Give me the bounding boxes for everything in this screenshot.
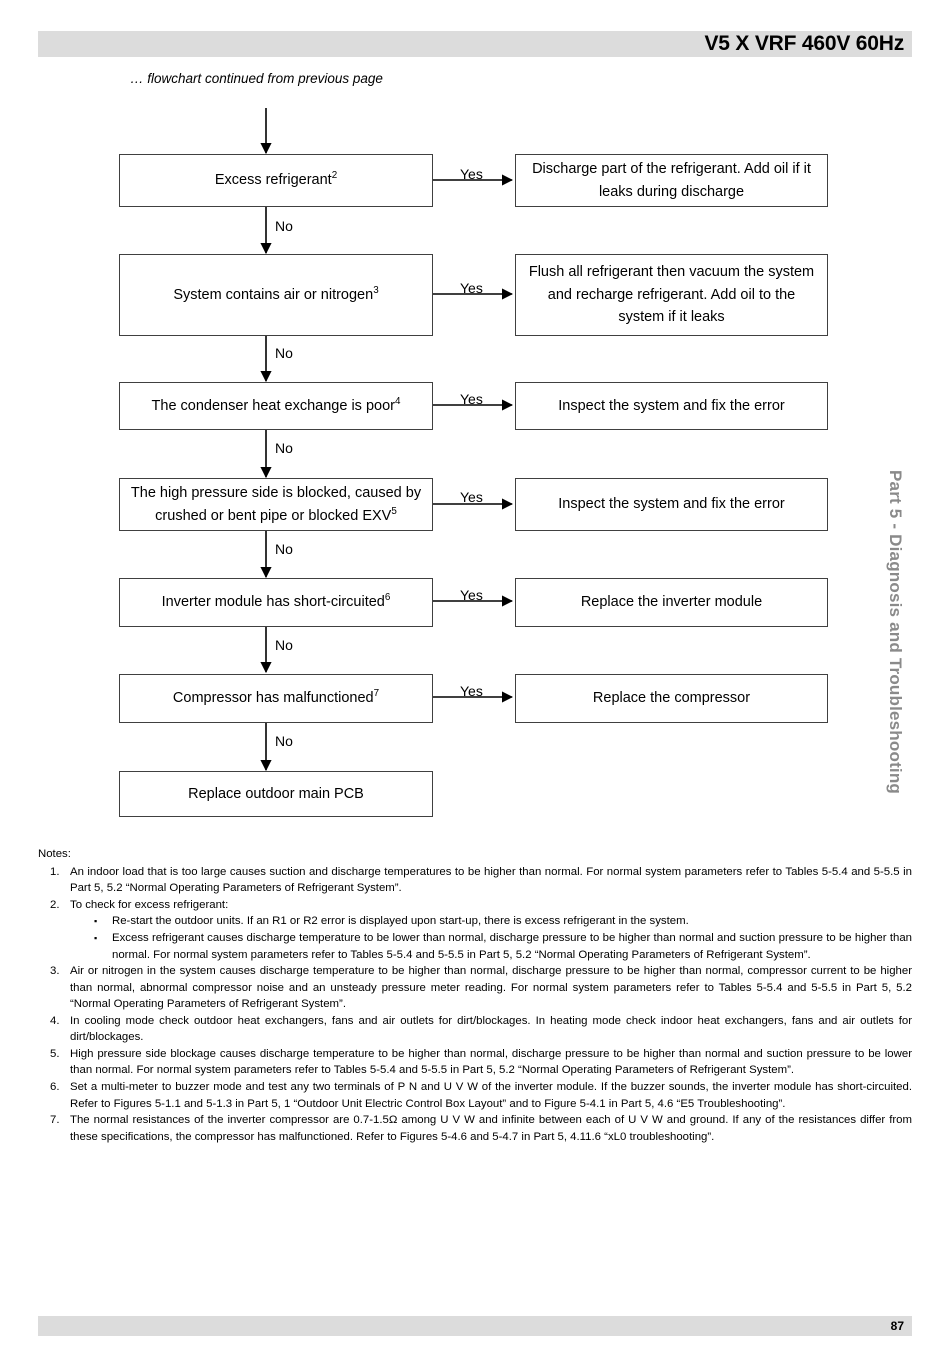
flowchart-condition-box[interactable]: Excess refrigerant2 bbox=[119, 154, 433, 207]
edge-label-no: No bbox=[275, 541, 293, 557]
note-item: 4. In cooling mode check outdoor heat ex… bbox=[38, 1013, 912, 1046]
footnote-ref: 6 bbox=[384, 592, 391, 604]
note-text: The normal resistances of the inverter c… bbox=[70, 1114, 912, 1143]
edge-label-yes: Yes bbox=[460, 683, 483, 699]
note-item: 2. To check for excess refrigerant: bbox=[38, 897, 912, 914]
note-number: 7. bbox=[50, 1114, 60, 1127]
note-text: In cooling mode check outdoor heat excha… bbox=[70, 1014, 912, 1044]
note-number: 3. bbox=[50, 965, 60, 978]
edge-label-no: No bbox=[275, 218, 293, 234]
page-title: V5 X VRF 460V 60Hz bbox=[704, 32, 905, 55]
note-item: 7. The normal resistances of the inverte… bbox=[38, 1112, 912, 1145]
action-text: Flush all refrigerant then vacuum the sy… bbox=[528, 264, 815, 326]
footnote-ref: 4 bbox=[394, 395, 401, 407]
note-text: Set a multi-meter to buzzer mode and tes… bbox=[70, 1081, 912, 1110]
edge-label-yes: Yes bbox=[460, 280, 483, 296]
flowchart-action-box[interactable]: Inspect the system and fix the error bbox=[515, 382, 828, 430]
note-item: 5. High pressure side blockage causes di… bbox=[38, 1046, 912, 1079]
note-item: 3. Air or nitrogen in the system causes … bbox=[38, 963, 912, 1013]
edge-label-yes: Yes bbox=[460, 587, 483, 603]
edge-label-no: No bbox=[275, 733, 293, 749]
action-text: Discharge part of the refrigerant. Add o… bbox=[532, 161, 811, 200]
edge-label-yes: Yes bbox=[460, 166, 483, 182]
footnote-ref: 7 bbox=[373, 688, 380, 700]
note-number: 1. bbox=[50, 865, 60, 878]
terminal-text: Replace outdoor main PCB bbox=[188, 785, 364, 802]
footnote-ref: 5 bbox=[391, 505, 397, 517]
condition-text: Inverter module has short-circuited bbox=[161, 594, 385, 611]
condition-text: Excess refrigerant bbox=[214, 172, 332, 189]
notes-section: Notes: 1. An indoor load that is too lar… bbox=[38, 846, 912, 1145]
note-subtext: Excess refrigerant causes discharge temp… bbox=[112, 932, 912, 961]
flowchart-condition-box[interactable]: The condenser heat exchange is poor4 bbox=[119, 382, 433, 430]
flowchart-action-box[interactable]: Replace the inverter module bbox=[515, 578, 828, 627]
troubleshooting-flowchart: Excess refrigerant2 Yes Discharge part o… bbox=[119, 108, 828, 817]
action-text: Replace the inverter module bbox=[580, 594, 763, 611]
flowchart-action-box[interactable]: Replace the compressor bbox=[515, 674, 828, 723]
note-subitem: ▪ Re-start the outdoor units. If an R1 o… bbox=[94, 913, 912, 930]
page-footer-bar: 87 bbox=[38, 1316, 912, 1336]
note-text: High pressure side blockage causes disch… bbox=[70, 1047, 912, 1077]
footnote-ref: 2 bbox=[331, 170, 338, 182]
edge-label-yes: Yes bbox=[460, 391, 483, 407]
flowchart-condition-box[interactable]: Inverter module has short-circuited6 bbox=[119, 578, 433, 627]
edge-label-no: No bbox=[275, 345, 293, 361]
square-bullet-icon: ▪ bbox=[94, 933, 98, 944]
note-item: 6. Set a multi-meter to buzzer mode and … bbox=[38, 1079, 912, 1112]
note-text: Air or nitrogen in the system causes dis… bbox=[70, 965, 912, 1011]
flowchart-action-box[interactable]: Discharge part of the refrigerant. Add o… bbox=[515, 154, 828, 207]
action-text: Inspect the system and fix the error bbox=[558, 496, 785, 513]
note-number: 4. bbox=[50, 1014, 60, 1027]
flowchart-condition-box[interactable]: The high pressure side is blocked, cause… bbox=[119, 478, 433, 531]
edge-label-no: No bbox=[275, 440, 293, 456]
edge-label-no: No bbox=[275, 637, 293, 653]
flowchart-condition-box[interactable]: Compressor has malfunctioned7 bbox=[119, 674, 433, 723]
page-number: 87 bbox=[890, 1319, 904, 1333]
condition-text: System contains air or nitrogen bbox=[173, 286, 374, 303]
note-number: 5. bbox=[50, 1047, 60, 1060]
note-text: An indoor load that is too large causes … bbox=[70, 865, 912, 895]
notes-heading: Notes: bbox=[38, 848, 71, 860]
condition-text: The high pressure side is blocked, cause… bbox=[130, 485, 422, 524]
footnote-ref: 3 bbox=[373, 284, 379, 296]
flowchart-action-box[interactable]: Inspect the system and fix the error bbox=[515, 478, 828, 531]
note-subitem: ▪ Excess refrigerant causes discharge te… bbox=[94, 930, 912, 963]
flowchart-terminal-box[interactable]: Replace outdoor main PCB bbox=[119, 771, 433, 817]
note-text: To check for excess refrigerant: bbox=[70, 898, 229, 911]
flowchart-continued-caption: … flowchart continued from previous page bbox=[130, 71, 383, 86]
flowchart-connectors bbox=[260, 108, 514, 772]
note-number: 2. bbox=[50, 898, 60, 911]
flowchart-condition-box[interactable]: System contains air or nitrogen3 bbox=[119, 254, 433, 336]
condition-text: Compressor has malfunctioned bbox=[172, 690, 374, 707]
square-bullet-icon: ▪ bbox=[94, 916, 98, 927]
condition-text: The condenser heat exchange is poor bbox=[151, 397, 395, 414]
note-item: 1. An indoor load that is too large caus… bbox=[38, 864, 912, 897]
note-subtext: Re-start the outdoor units. If an R1 or … bbox=[112, 915, 689, 928]
flowchart-action-box[interactable]: Flush all refrigerant then vacuum the sy… bbox=[515, 254, 828, 336]
note-number: 6. bbox=[50, 1081, 60, 1093]
page-header-bar: V5 X VRF 460V 60Hz bbox=[38, 31, 912, 57]
edge-label-yes: Yes bbox=[460, 489, 483, 505]
action-text: Inspect the system and fix the error bbox=[558, 397, 785, 414]
action-text: Replace the compressor bbox=[592, 690, 751, 707]
